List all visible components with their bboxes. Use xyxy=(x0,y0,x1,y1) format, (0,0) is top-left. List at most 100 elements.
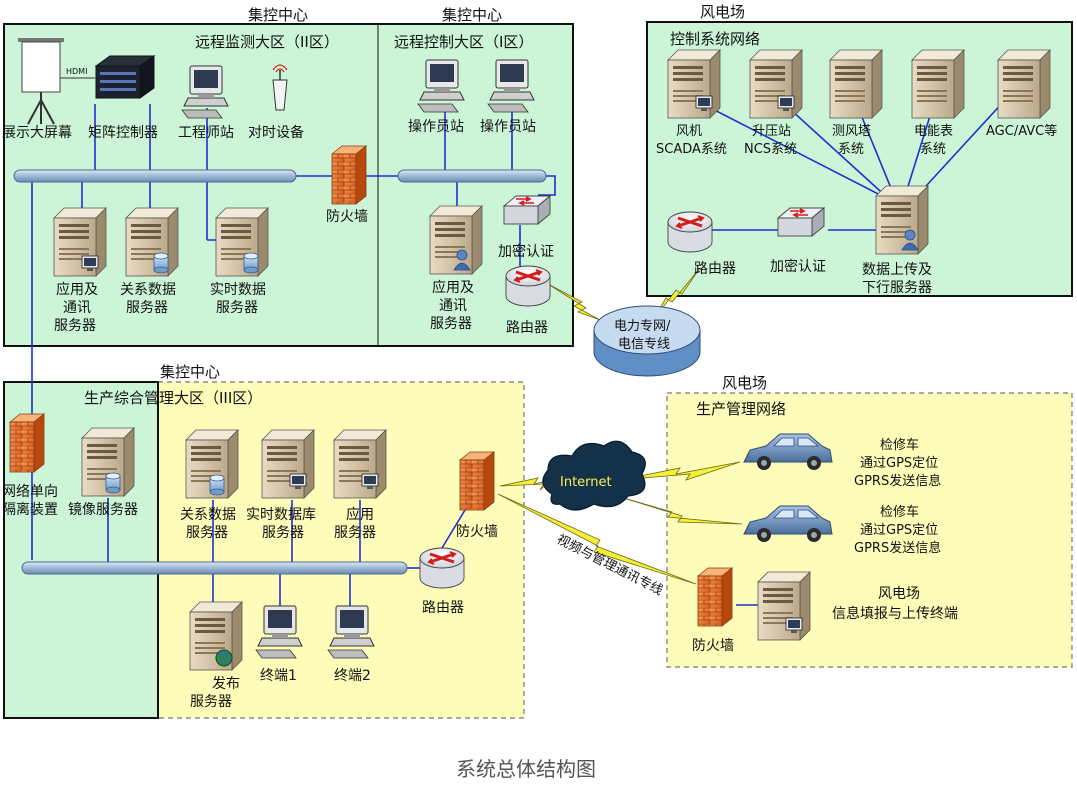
svg-text:NCS系统: NCS系统 xyxy=(744,142,797,157)
svg-text:风电场: 风电场 xyxy=(878,586,920,602)
svg-text:服务器: 服务器 xyxy=(216,300,258,316)
agc-avc-server-icon xyxy=(997,49,1051,119)
label-app-comm-2: 应用及 通讯 服务器 xyxy=(54,281,98,334)
svg-text:应用及: 应用及 xyxy=(432,279,474,296)
svg-text:升压站: 升压站 xyxy=(752,124,791,139)
svg-text:服务器: 服务器 xyxy=(334,525,376,541)
diagram-caption: 系统总体结构图 xyxy=(456,757,596,781)
svg-text:数据上传及: 数据上传及 xyxy=(862,262,932,278)
svg-text:SCADA系统: SCADA系统 xyxy=(656,142,727,157)
label-rtdb-3: 实时数据库 服务器 xyxy=(246,507,316,541)
svg-text:服务器: 服务器 xyxy=(430,316,472,332)
data-upload-server-icon xyxy=(875,185,929,255)
matrix-controller-icon xyxy=(94,55,156,99)
network-bus-zone2 xyxy=(13,169,297,183)
hdmi-label: HDMI xyxy=(66,67,87,76)
label-op2: 操作员站 xyxy=(480,119,536,135)
wireless-links xyxy=(497,267,743,585)
wind-firewall-icon xyxy=(697,567,733,627)
label-router-w: 路由器 xyxy=(694,261,736,277)
svg-text:服务器: 服务器 xyxy=(126,300,168,316)
svg-text:系统: 系统 xyxy=(920,142,946,157)
network-bus-zone3 xyxy=(21,561,408,575)
relational-db-server-icon xyxy=(125,207,179,277)
label-app-comm-1: 应用及 通讯 服务器 xyxy=(430,279,474,332)
label-term2: 终端2 xyxy=(334,668,371,684)
svg-text:电力专网/: 电力专网/ xyxy=(614,319,671,334)
realtime-db-server-icon xyxy=(215,207,269,277)
svg-text:信息填报与上传终端: 信息填报与上传终端 xyxy=(832,605,958,622)
svg-text:服务器: 服务器 xyxy=(190,694,232,710)
svg-text:应用: 应用 xyxy=(346,506,374,523)
label-op1: 操作员站 xyxy=(408,119,464,135)
label-matrix: 矩阵控制器 xyxy=(88,125,158,141)
svg-text:检修车: 检修车 xyxy=(880,504,919,520)
rel-db-server-3-icon xyxy=(185,429,239,499)
rtdb-server-3-icon xyxy=(261,429,315,499)
label-router-1: 路由器 xyxy=(506,320,548,336)
svg-text:服务器: 服务器 xyxy=(54,318,96,334)
label-isolation: 网络单向 隔离装置 xyxy=(2,484,58,518)
zone2-title: 远程监测大区（II区） xyxy=(195,33,339,51)
label-rel-db: 关系数据 服务器 xyxy=(120,282,176,316)
label-app-3: 应用 服务器 xyxy=(334,506,376,541)
meter-server-icon xyxy=(911,49,965,119)
power-network-icon xyxy=(593,305,701,377)
app-server-3-icon xyxy=(333,429,387,499)
svg-text:通过GPS定位: 通过GPS定位 xyxy=(860,523,938,538)
svg-text:通过GPS定位: 通过GPS定位 xyxy=(860,456,938,471)
app-comm-server-1-icon xyxy=(429,205,483,275)
zone3-title: 生产综合管理大区（III区） xyxy=(84,389,262,407)
network-bus-zone1 xyxy=(397,169,547,183)
router-3-icon xyxy=(418,546,466,590)
label-power-net: 电力专网/ 电信专线 xyxy=(614,319,671,352)
svg-text:隔离装置: 隔离装置 xyxy=(2,501,58,518)
svg-text:下行服务器: 下行服务器 xyxy=(862,280,932,296)
label-upload-server: 数据上传及 下行服务器 xyxy=(862,262,932,296)
label-ncs: 升压站 NCS系统 xyxy=(744,124,797,157)
svg-text:电能表: 电能表 xyxy=(914,124,953,139)
header-center-mid: 集控中心 xyxy=(160,363,220,381)
internet-cloud-icon xyxy=(542,440,646,511)
svg-text:网络单向: 网络单向 xyxy=(2,484,58,500)
svg-text:实时数据: 实时数据 xyxy=(210,282,266,298)
label-agc: AGC/AVC等 xyxy=(986,123,1057,139)
svg-text:关系数据: 关系数据 xyxy=(180,507,236,523)
svg-text:GPRS发送信息: GPRS发送信息 xyxy=(854,473,941,489)
connection-lines xyxy=(31,99,1006,608)
svg-text:服务器: 服务器 xyxy=(262,525,304,541)
publish-server-icon xyxy=(189,601,243,671)
wind-router-icon xyxy=(666,210,714,254)
wind-encryption-icon xyxy=(777,207,825,237)
mirror-server-icon xyxy=(81,427,135,497)
svg-text:应用及: 应用及 xyxy=(56,281,98,298)
svg-text:实时数据库: 实时数据库 xyxy=(246,507,316,523)
label-firewall-mid: 防火墙 xyxy=(326,209,368,225)
label-scada: 风机 SCADA系统 xyxy=(656,124,727,157)
label-engineer-station: 工程师站 xyxy=(178,125,234,141)
svg-text:检修车: 检修车 xyxy=(880,437,919,453)
projection-screen-icon xyxy=(18,38,64,125)
header-center-top-left: 集控中心 xyxy=(248,6,308,24)
svg-text:测风塔: 测风塔 xyxy=(832,124,871,139)
header-wind-mid: 风电场 xyxy=(722,374,767,392)
svg-text:电信专线: 电信专线 xyxy=(618,337,670,352)
label-video-line: 视频与管理通讯专线 xyxy=(554,532,665,598)
label-rel-db-3: 关系数据 服务器 xyxy=(180,507,236,541)
prod-net-title: 生产管理网络 xyxy=(696,400,786,418)
label-internet: Internet xyxy=(560,475,612,490)
label-wind-terminal: 风电场 信息填报与上传终端 xyxy=(832,586,958,622)
svg-text:GPRS发送信息: GPRS发送信息 xyxy=(854,540,941,556)
label-firewall-w: 防火墙 xyxy=(692,638,734,654)
label-publish: 发布 服务器 xyxy=(190,676,240,710)
wind-terminal-server-icon xyxy=(757,571,811,641)
label-screen: 展示大屏幕 xyxy=(2,125,72,141)
svg-text:发布: 发布 xyxy=(212,676,240,692)
firewall-icon xyxy=(331,145,367,205)
router-1-icon xyxy=(504,264,552,308)
svg-text:关系数据: 关系数据 xyxy=(120,282,176,298)
label-term1: 终端1 xyxy=(260,668,297,684)
label-encrypt-1: 加密认证 xyxy=(498,243,554,260)
firewall-3-icon xyxy=(459,451,495,511)
